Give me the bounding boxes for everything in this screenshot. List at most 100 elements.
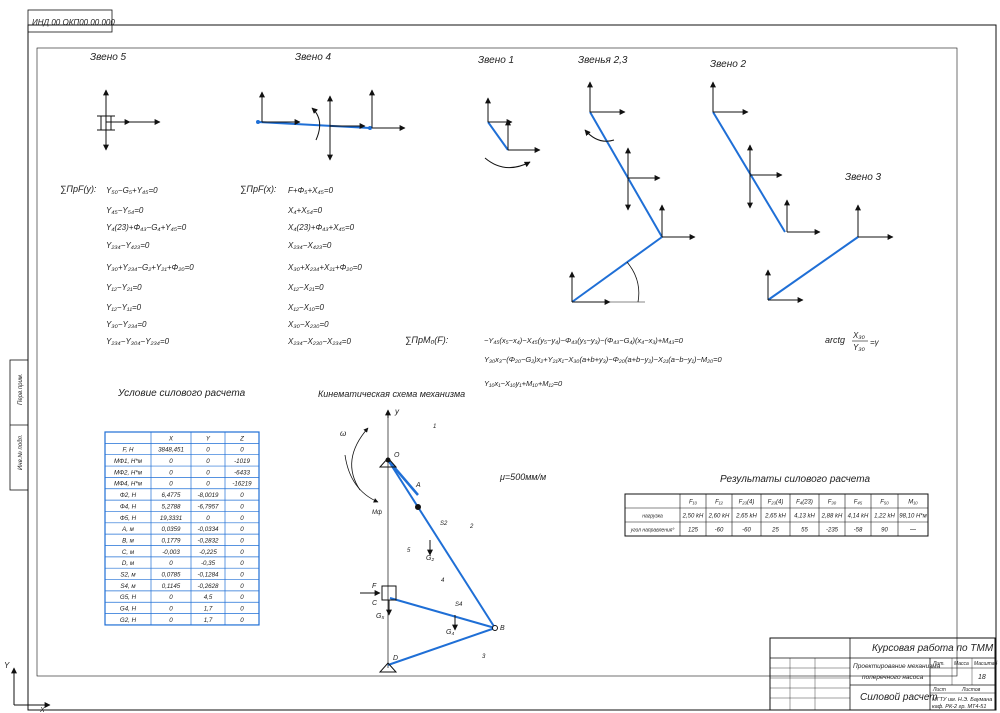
corner-axes: [11, 667, 51, 708]
conditions-header: Y: [206, 435, 211, 442]
conditions-cell: -0,35: [201, 560, 216, 567]
results-cell: 1,22 kH: [874, 514, 895, 520]
eq-y-row-4: Y₃₀+Y₂₃₄−G₂+Y₂₁+Φ₂₀=0: [106, 263, 194, 272]
conditions-cell: 0: [240, 537, 244, 544]
results-header: F₄(23): [796, 500, 813, 506]
results-header: F₂₃(4): [739, 500, 755, 506]
conditions-header: X: [168, 435, 174, 442]
kin-b: B: [500, 625, 505, 632]
conditions-cell: 0: [240, 617, 244, 624]
eq-x-row-6: X₁₂−X₁₀=0: [287, 303, 324, 312]
conditions-cell: МФ1, Н*м: [114, 458, 143, 465]
results-cell: 55: [801, 528, 808, 534]
tb-mass: Масса: [954, 661, 969, 667]
results-cell: 2,65 kH: [764, 514, 786, 520]
conditions-cell: 6,4775: [162, 492, 181, 499]
eq-y-row-3: Y₂₃₄−Y₄₂₃=0: [106, 241, 150, 250]
kin-g4: G₄: [446, 629, 454, 636]
results-cell: -60: [715, 528, 724, 534]
results-header: F₄₅: [854, 500, 863, 506]
conditions-cell: 0: [169, 469, 173, 476]
conditions-cell: 0: [169, 560, 173, 567]
kin-f: F: [372, 583, 377, 590]
conditions-cell: 0: [240, 503, 244, 510]
results-cell: нагрузка: [642, 514, 663, 520]
eq-x-row-4: X₃₀+X₂₃₄+X₂₁+Φ₂₀=0: [287, 263, 362, 272]
results-cell: 25: [771, 528, 779, 534]
eq-y-row-5: Y₁₂−Y₂₁=0: [106, 283, 142, 292]
stamp-box: [27, 9, 113, 33]
kin-g5: G₅: [376, 613, 384, 620]
conditions-cell: 0: [169, 606, 173, 613]
conditions-cell: 1,7: [204, 606, 213, 613]
results-cell: 4,13 kH: [794, 514, 815, 520]
conditions-cell: S4, м: [120, 583, 136, 590]
kin-n4: 4: [441, 578, 445, 584]
results-cell: -60: [742, 528, 751, 534]
results-cell: 2,65 kH: [735, 514, 757, 520]
tb-topic1: Проектирование механизма: [853, 663, 941, 670]
kin-mf: Мф: [372, 510, 382, 516]
eq-y-row-2: Y₄(23)+Φ₄₃−G₄+Y₄₅=0: [106, 223, 187, 232]
conditions-cell: Ф5, Н: [120, 515, 137, 522]
inner-frame: [36, 47, 958, 677]
eq-x-row-1: X₄+X₅₄=0: [287, 206, 323, 215]
conditions-cell: F, Н: [123, 447, 134, 454]
conditions-cell: 0,0359: [162, 526, 181, 533]
conditions-cell: 1,7: [204, 617, 213, 624]
eq-x-row-7: X₃₀−X₂₃₀=0: [287, 320, 329, 329]
eq-y-head: ∑ПрF(y):: [60, 184, 97, 194]
conditions-cell: -6,7957: [198, 503, 220, 510]
conditions-cell: 0: [169, 458, 173, 465]
tb-org2: каф. РК-2 гр. МТ4-51: [932, 704, 986, 710]
conditions-cell: 0,1779: [162, 537, 181, 544]
link-4-diagram: [256, 89, 406, 161]
conditions-cell: 4,5: [204, 594, 213, 601]
conditions-cell: -0,003: [162, 549, 180, 556]
conditions-cell: G2, Н: [120, 617, 137, 624]
kin-y: y: [394, 407, 400, 416]
conditions-header: Z: [239, 435, 244, 442]
corner-y: Y: [4, 661, 10, 670]
arctg-num: X₃₀: [852, 331, 866, 340]
eq-y-row-7: Y₃₀−Y₂₃₄=0: [106, 320, 147, 329]
conditions-cell: МФ2, Н*м: [114, 469, 143, 476]
results-header: F₅₀: [880, 500, 889, 506]
results-cell: 2,88 kH: [821, 514, 843, 520]
results-title: Результаты силового расчета: [720, 474, 870, 485]
results-cell: 98,10 Н*м: [899, 514, 926, 520]
eq-m-row-0: −Y₄₅(x₅−x₄)−X₄₅(y₅−y₄)−Φ₄₃(y₅−y₃)−(Φ₄₃−G…: [484, 336, 684, 345]
conditions-title: Условие силового расчета: [117, 388, 246, 399]
eq-x-row-2: X₄(23)+Φ₄₃+X₄₅=0: [287, 223, 355, 232]
margin-label-c: Инв.№ подл.: [17, 434, 24, 470]
tb-list: Лист: [932, 687, 946, 693]
kin-s2: S2: [440, 521, 448, 527]
results-header: M₁₀: [908, 500, 918, 506]
link-23-title: Звенья 2,3: [578, 55, 628, 66]
tb-lists: Листов: [961, 687, 981, 693]
eq-m-row-2: Y₁₀x₁−X₁₀y₁+M₁₀+M₁₂=0: [484, 379, 563, 388]
conditions-cell: 0: [240, 515, 244, 522]
results-cell: 2,60 kH: [708, 514, 730, 520]
conditions-cell: -6433: [234, 469, 250, 476]
sheet-stamp: ИНД 00 ОКП00.00.000: [32, 18, 115, 27]
kin-a: A: [415, 482, 421, 489]
conditions-cell: 0: [240, 549, 244, 556]
conditions-cell: 19,3331: [160, 515, 182, 522]
conditions-cell: 0: [169, 481, 173, 488]
link-4-title: Звено 4: [295, 52, 332, 63]
tb-scale: Масштаб: [974, 661, 998, 667]
conditions-cell: 0: [206, 469, 210, 476]
conditions-cell: -1019: [234, 458, 250, 465]
conditions-cell: 5,2788: [162, 503, 181, 510]
conditions-cell: 0: [169, 617, 173, 624]
conditions-cell: 0: [240, 447, 244, 454]
kinematic-scheme: [344, 409, 498, 673]
eq-y-row-0: Y₅₀−G₅+Y₄₅=0: [106, 186, 158, 195]
eq-x-row-8: X₂₃₄−X₂₃₀−X₂₃₄=0: [287, 337, 351, 346]
kin-n1: 1: [433, 424, 436, 430]
conditions-cell: 0: [206, 515, 210, 522]
eq-y-row-6: Y₁₂−Y₁₁=0: [106, 303, 142, 312]
